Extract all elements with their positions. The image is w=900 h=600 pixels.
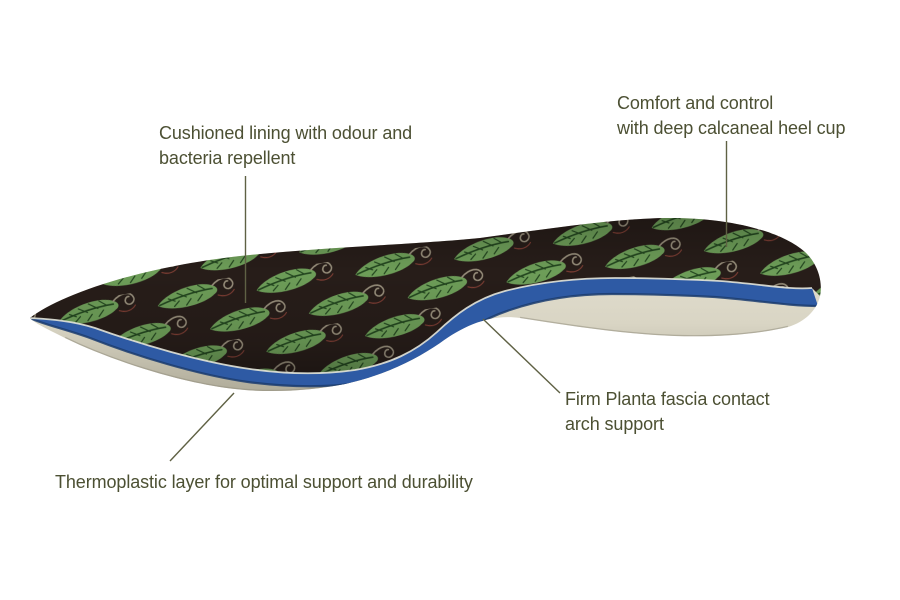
label-arch-support-line1: Firm Planta fascia contact (565, 389, 770, 409)
label-thermoplastic-layer-line1: Thermoplastic layer for optimal support … (55, 472, 473, 492)
label-arch-support-line2: arch support (565, 414, 664, 434)
label-cushioned-lining-line2: bacteria repellent (159, 148, 296, 168)
label-arch-support: Firm Planta fascia contact arch support (565, 387, 770, 437)
label-heel-cup-line2: with deep calcaneal heel cup (617, 118, 846, 138)
fabric-shading (30, 217, 821, 374)
label-thermoplastic-layer: Thermoplastic layer for optimal support … (55, 470, 473, 495)
label-heel-cup-line1: Comfort and control (617, 93, 774, 113)
label-heel-cup: Comfort and control with deep calcaneal … (617, 91, 845, 141)
stitch-edge-line (30, 277, 813, 375)
leader-line-thermoplastic (169, 392, 235, 462)
label-cushioned-lining-line1: Cushioned lining with odour and (159, 123, 413, 143)
label-cushioned-lining: Cushioned lining with odour and bacteria… (159, 121, 412, 171)
thermoplastic-layer (30, 278, 818, 387)
leader-line-arch-support (482, 318, 561, 394)
